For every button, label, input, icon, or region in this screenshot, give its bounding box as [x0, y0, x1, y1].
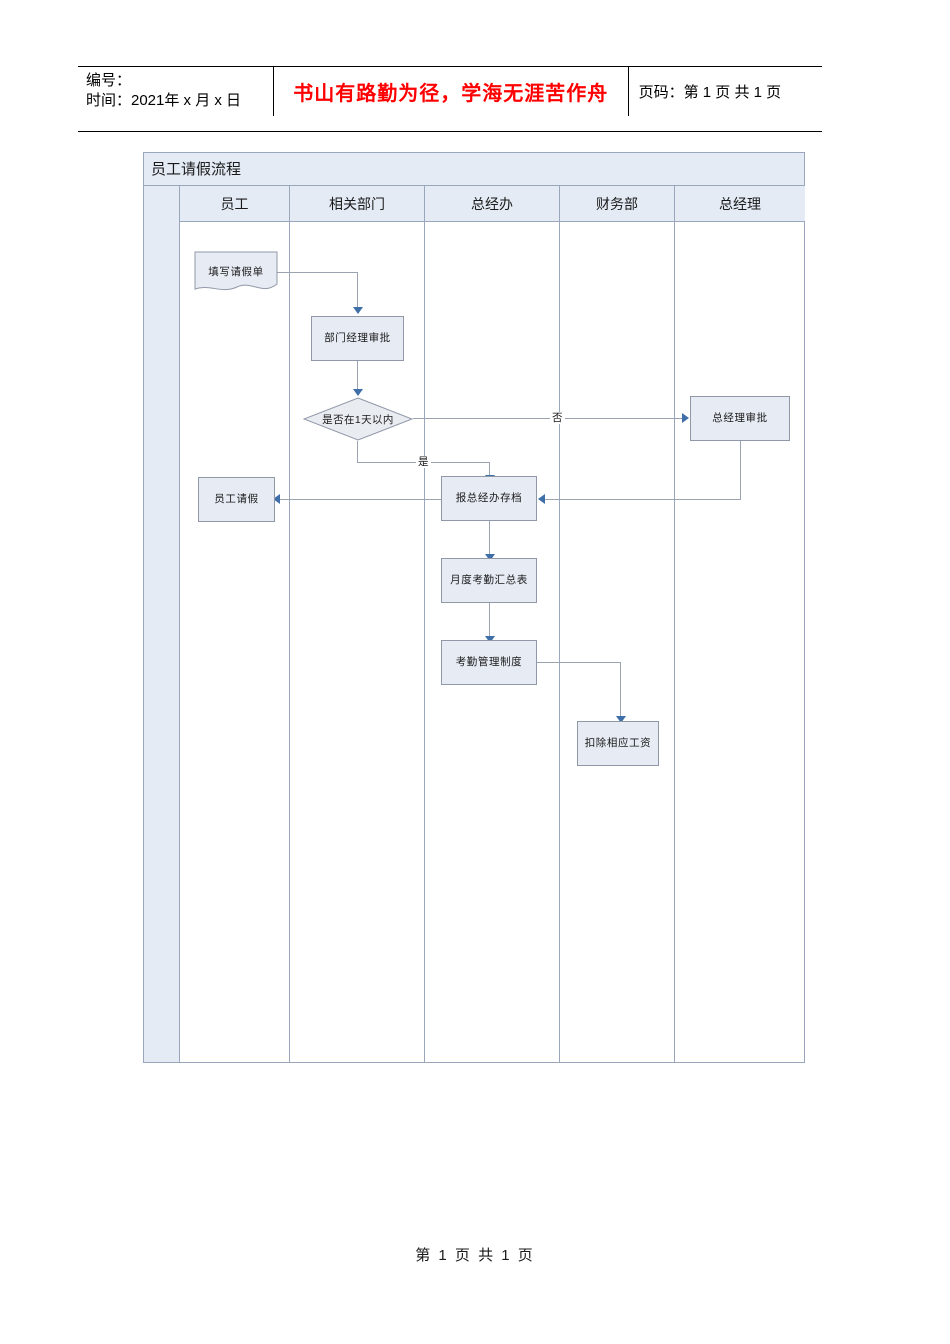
node-monthly-attendance-summary[interactable]: 月度考勤汇总表	[441, 558, 537, 603]
arrowhead-to-deduct-salary	[616, 716, 626, 723]
arrowhead-to-dept-approval	[353, 307, 363, 314]
node-label: 是否在1天以内	[322, 413, 394, 426]
arrowhead-to-gm-approval	[682, 413, 689, 423]
arrowhead-to-monthly-summary	[485, 554, 495, 561]
connector-decision-yes-down	[357, 441, 358, 463]
flowchart-title: 员工请假流程	[144, 153, 804, 186]
header-motto: 书山有路勤为径，学海无涯苦作舟	[293, 80, 609, 105]
connector-monthly-to-policy	[489, 603, 490, 637]
node-label: 考勤管理制度	[455, 655, 523, 668]
lane-body-general-manager	[675, 222, 805, 1062]
edge-label-no: 否	[550, 412, 565, 424]
header-table: 编号： 时间：2021年 x 月 x 日 书山有路勤为径，学海无涯苦作舟 页码：…	[78, 66, 822, 116]
connector-decision-yes-into-archive	[489, 462, 490, 476]
edge-label-yes: 是	[416, 456, 431, 468]
node-label: 总经理审批	[712, 411, 768, 424]
connector-policy-to-deduct	[535, 662, 621, 663]
node-archive-to-gm-office[interactable]: 报总经办存档	[441, 476, 537, 521]
connector-dept-to-decision	[357, 361, 358, 390]
node-deduct-salary[interactable]: 扣除相应工资	[577, 721, 659, 766]
connector-archive-to-monthly	[489, 521, 490, 555]
node-dept-manager-approval[interactable]: 部门经理审批	[311, 316, 404, 361]
lane-header-gm-office: 总经办	[425, 186, 560, 222]
connector-gm-approval-to-archive	[544, 499, 741, 500]
node-label: 部门经理审批	[324, 331, 391, 344]
header-doc-number: 编号：	[86, 72, 132, 89]
node-label: 扣除相应工资	[584, 736, 652, 749]
lane-header-finance: 财务部	[560, 186, 675, 222]
header-page-info: 页码：第 1 页 共 1 页	[638, 83, 782, 101]
lane-body-finance	[560, 222, 675, 1062]
connector-gm-approval-down	[740, 441, 741, 500]
connector-fill-form-to-dept-vertical	[357, 272, 358, 308]
connector-fill-form-to-dept	[275, 272, 358, 273]
header-cell-page: 页码：第 1 页 共 1 页	[627, 66, 822, 116]
lane-body-gm-office	[425, 222, 560, 1062]
lane-header-general-manager: 总经理	[675, 186, 805, 222]
node-fill-leave-form[interactable]: 填写请假单	[194, 251, 278, 295]
node-decision-within-one-day[interactable]: 是否在1天以内	[303, 397, 413, 441]
arrowhead-to-attendance-policy	[485, 636, 495, 643]
page-footer: 第 1 页 共 1 页	[415, 1247, 535, 1264]
connector-archive-to-employee-leave	[279, 499, 441, 500]
lane-body-employee	[180, 222, 290, 1062]
header-bottom-rule	[78, 131, 822, 132]
header-cell-doc-info: 编号： 时间：2021年 x 月 x 日	[78, 66, 274, 116]
lane-body-department	[290, 222, 425, 1062]
header-doc-date: 时间：2021年 x 月 x 日	[86, 92, 242, 109]
node-label: 填写请假单	[208, 266, 264, 278]
node-label: 月度考勤汇总表	[450, 573, 528, 586]
diamond-shape-icon	[303, 397, 413, 441]
node-label: 员工请假	[214, 492, 259, 505]
node-gm-approval[interactable]: 总经理审批	[690, 396, 790, 441]
lane-left-strip	[144, 186, 180, 1062]
lane-header-employee: 员工	[180, 186, 290, 222]
document-shape-icon	[194, 251, 278, 291]
node-employee-leave[interactable]: 员工请假	[198, 477, 275, 522]
arrowhead-to-decision	[353, 389, 363, 396]
connector-policy-to-deduct-down	[620, 662, 621, 717]
lane-header-department: 相关部门	[290, 186, 425, 222]
arrowhead-to-employee-leave	[273, 494, 280, 504]
arrowhead-to-archive-right	[538, 494, 545, 504]
header-cell-motto: 书山有路勤为径，学海无涯苦作舟	[272, 66, 629, 116]
node-attendance-policy[interactable]: 考勤管理制度	[441, 640, 537, 685]
swimlane-flowchart: 员工请假流程 员工 相关部门 总经办 财务部 总经理 否 是	[143, 152, 805, 1063]
node-label: 报总经办存档	[455, 491, 523, 504]
